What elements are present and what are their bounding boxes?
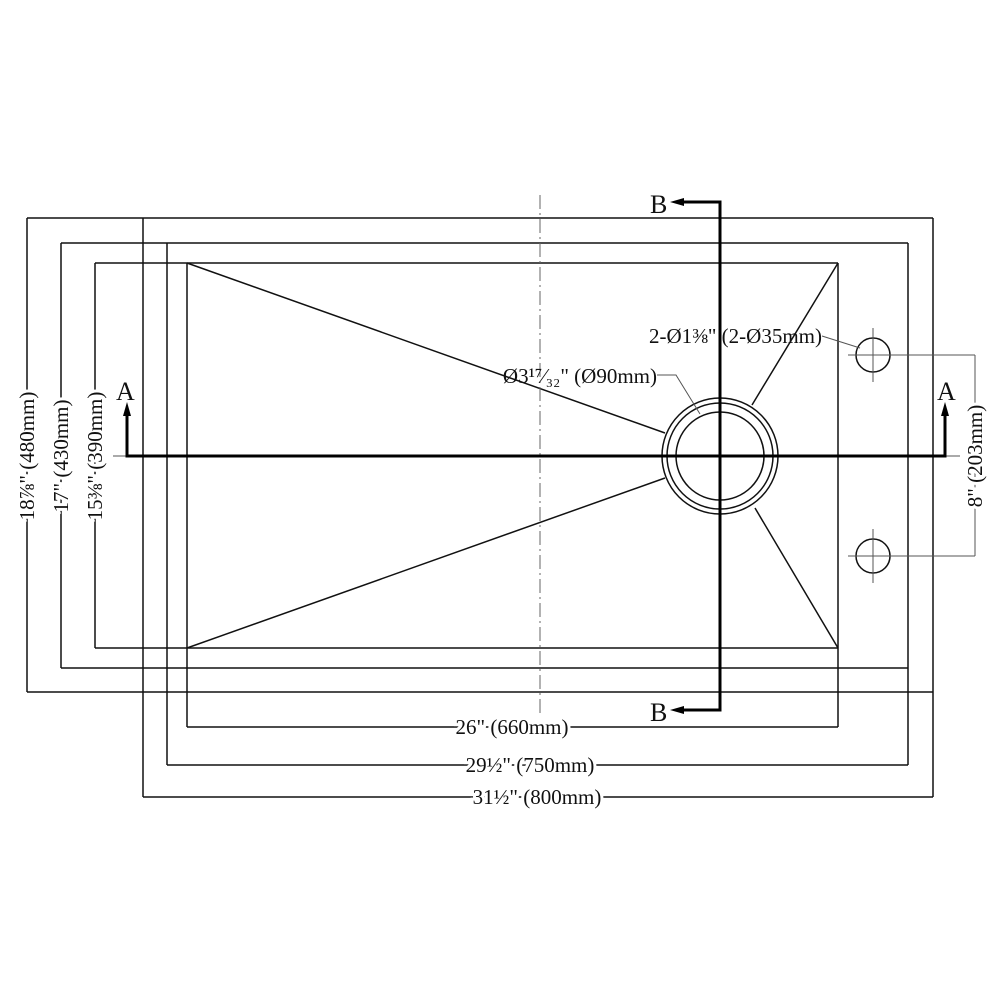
section-label-b-top: B: [650, 190, 667, 219]
section-label-a-right: A: [937, 377, 956, 406]
faucet-hole-bottom: [848, 529, 975, 583]
hole-spacing-label: 8" (203mm): [963, 405, 987, 507]
depth-dimension-lines: [26, 218, 96, 692]
section-line-a: [113, 402, 960, 458]
bowl-depth-label: 15⅜" (390mm): [83, 392, 107, 521]
faucet-hole-leader: [821, 335, 861, 349]
section-label-a-left: A: [116, 377, 135, 406]
drain-diameter-label: Ø3¹⁷⁄₃₂" (Ø90mm): [503, 364, 657, 388]
mid-width-label: 29½" (750mm): [466, 753, 595, 777]
overall-depth-label: 18⅞" (480mm): [15, 392, 39, 521]
faucet-holes-label: 2-Ø1⅜" (2-Ø35mm): [649, 324, 822, 348]
bowl-width-label: 26" (660mm): [456, 715, 569, 739]
bowl-slope-lines: [186, 262, 839, 649]
bowl-outline: [95, 262, 839, 727]
drain-leader: [657, 374, 701, 415]
overall-width-label: 31½" (800mm): [473, 785, 602, 809]
outer-outline: [27, 217, 934, 797]
section-label-b-bottom: B: [650, 698, 667, 727]
mid-depth-label: 17" (430mm): [49, 400, 73, 513]
width-dimension-lines: [143, 726, 933, 798]
faucet-hole-top: [848, 328, 975, 382]
section-line-b: [670, 198, 722, 714]
mid-outline: [61, 242, 909, 765]
